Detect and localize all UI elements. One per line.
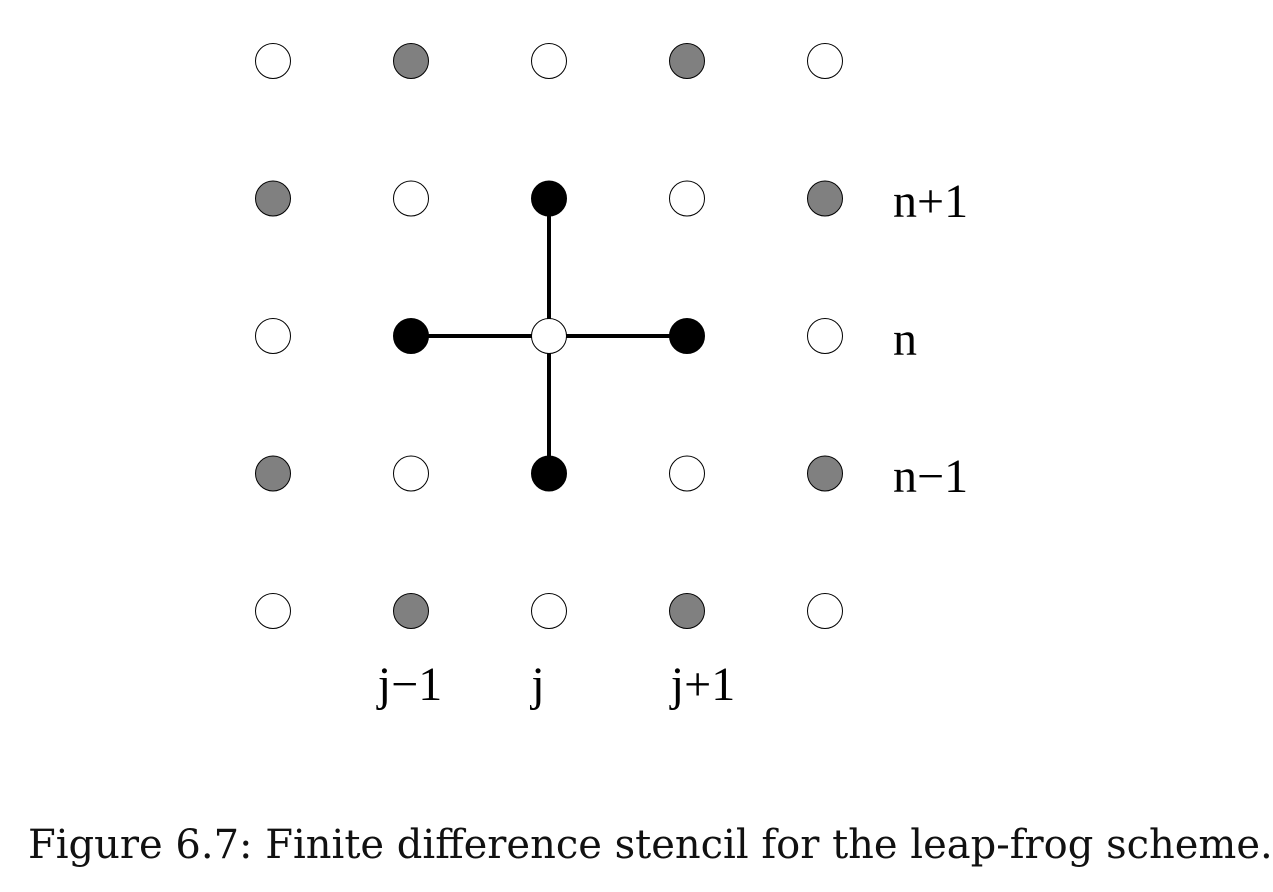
grid-node-gray	[807, 180, 843, 217]
figure-caption: Figure 6.7: Finite difference stencil fo…	[28, 822, 1273, 868]
grid-node-gray	[255, 455, 291, 492]
grid-node-empty	[255, 593, 291, 629]
grid-node-empty	[669, 180, 705, 217]
row-label-n-minus-1: n−1	[893, 450, 968, 503]
grid-node-gray	[255, 180, 291, 217]
grid-node-black	[531, 455, 567, 492]
column-label-j: j	[529, 658, 544, 711]
grid-node-empty	[393, 180, 429, 217]
column-label-j-plus-1: j+1	[669, 658, 735, 711]
grid-node-empty	[807, 43, 843, 79]
grid-node-gray	[807, 455, 843, 492]
grid-node-empty	[807, 318, 843, 354]
grid-node-black	[393, 318, 429, 354]
grid-node-empty	[669, 455, 705, 492]
grid-node-gray	[393, 43, 429, 79]
grid-node-black	[669, 318, 705, 354]
grid-node-empty	[531, 318, 567, 354]
row-label-n-plus-1: n+1	[893, 175, 968, 228]
grid-node-gray	[669, 43, 705, 79]
grid-node-gray	[669, 593, 705, 629]
grid-node-empty	[255, 43, 291, 79]
grid-node-gray	[393, 593, 429, 629]
column-label-j-minus-1: j−1	[376, 658, 442, 711]
grid-nodes	[255, 43, 843, 629]
row-label-n: n	[893, 313, 917, 366]
grid-node-black	[531, 180, 567, 217]
grid-node-empty	[807, 593, 843, 629]
grid-node-empty	[255, 318, 291, 354]
grid-node-empty	[393, 455, 429, 492]
stencil-diagram: n+1 n n−1 j−1 j j+1	[255, 43, 968, 711]
grid-node-empty	[531, 593, 567, 629]
grid-node-empty	[531, 43, 567, 79]
